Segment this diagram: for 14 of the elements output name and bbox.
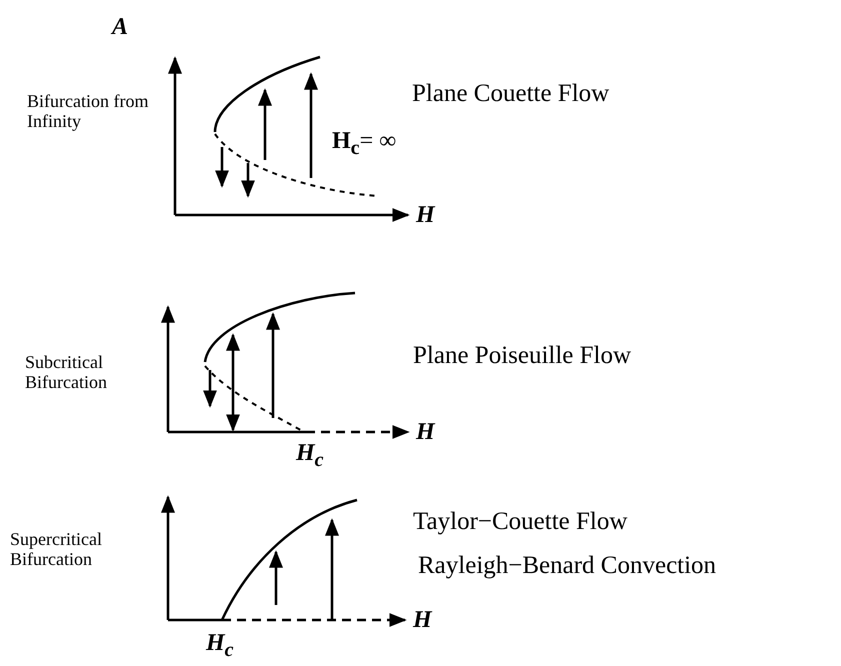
bifurcation-type-label: Supercritical Bifurcation: [10, 530, 103, 570]
flow-name: Rayleigh−Benard Convection: [418, 552, 716, 580]
flow-name: Plane Poiseuille Flow: [413, 342, 632, 370]
axis-label: H: [416, 419, 435, 446]
axis-label: H: [413, 607, 432, 634]
axis-label: H: [416, 202, 435, 228]
critical-value-label: H$_{c}$= ∞: [332, 128, 396, 159]
flow-name: Taylor−Couette Flow: [413, 508, 628, 536]
flow-name: Plane Couette Flow: [412, 80, 610, 108]
bifurcation-type-label: Subcritical Bifurcation: [25, 353, 108, 393]
axis-label: A: [112, 14, 128, 40]
critical-point-label: H$_{c}$: [206, 630, 234, 661]
critical-point-label: H$_{c}$: [296, 440, 324, 471]
bifurcation-type-label: Bifurcation from Infinity: [27, 92, 150, 132]
